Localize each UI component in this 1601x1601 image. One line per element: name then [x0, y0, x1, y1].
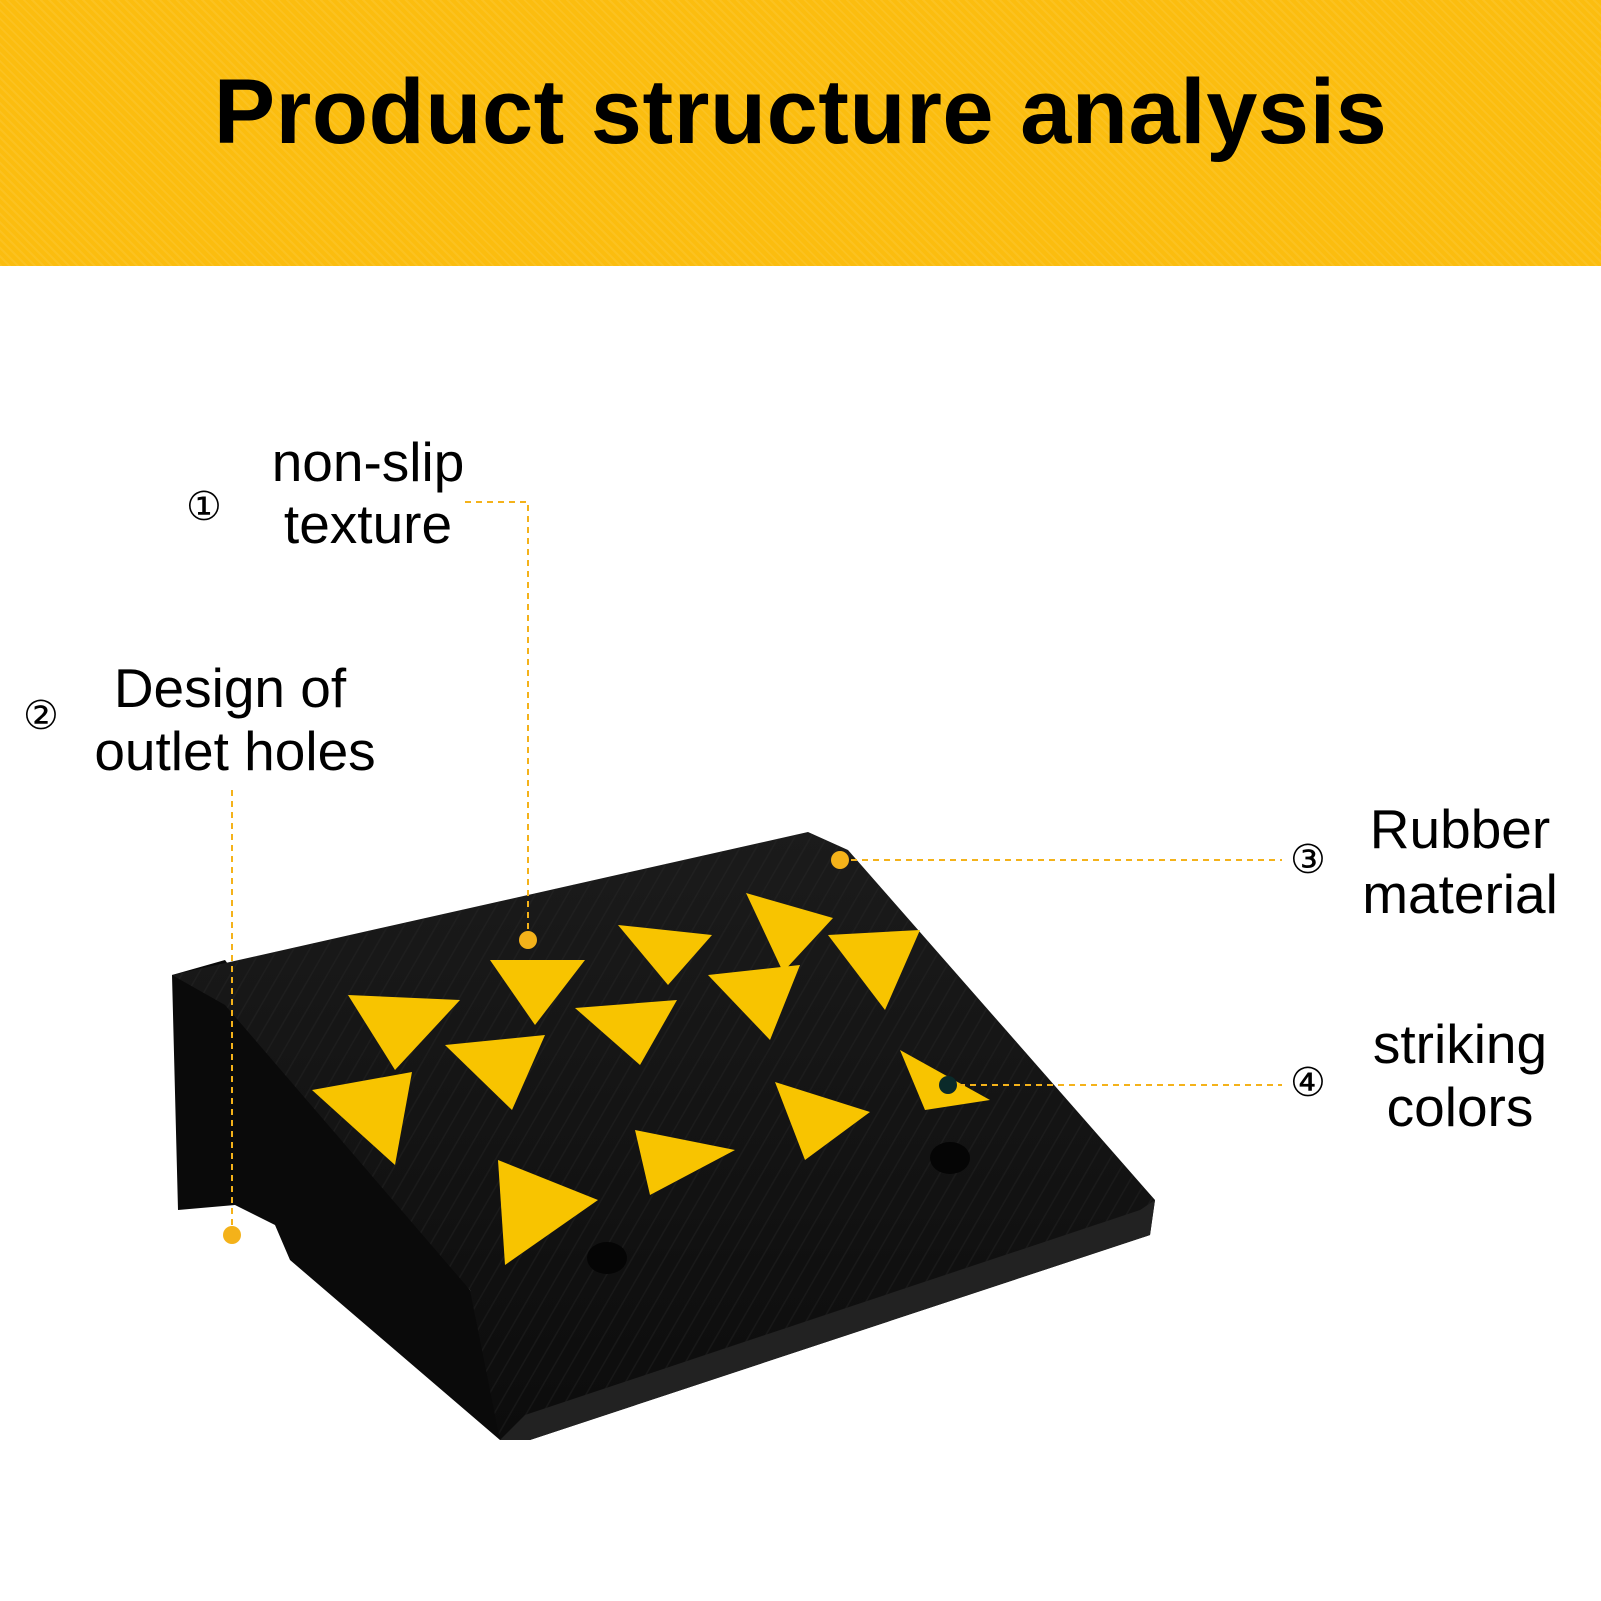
callout-label-line1: striking — [1372, 1013, 1548, 1075]
outlet-holes — [587, 1142, 970, 1274]
reflective-triangles — [312, 893, 990, 1265]
callout-number-3: ③ — [1290, 837, 1326, 883]
leader-lines — [231, 501, 1282, 1232]
callout-number-4: ④ — [1290, 1060, 1326, 1106]
page-title: Product structure analysis — [213, 61, 1388, 163]
callout-label-line1: Design of — [113, 657, 347, 719]
callout-label-line2: colors — [1386, 1076, 1534, 1138]
callout-number-2: ② — [23, 693, 59, 739]
callout-label-line2: material — [1362, 863, 1558, 925]
callout-label-line1: non-slip — [271, 431, 465, 493]
marker-dots — [223, 851, 957, 1244]
callout-number-1: ① — [186, 484, 222, 530]
callout-label-line1: Rubber — [1369, 798, 1551, 860]
callout-label-line2: outlet holes — [94, 720, 376, 782]
header-banner: Product structure analysis — [0, 0, 1601, 266]
callout-label-line2: texture — [283, 493, 453, 555]
